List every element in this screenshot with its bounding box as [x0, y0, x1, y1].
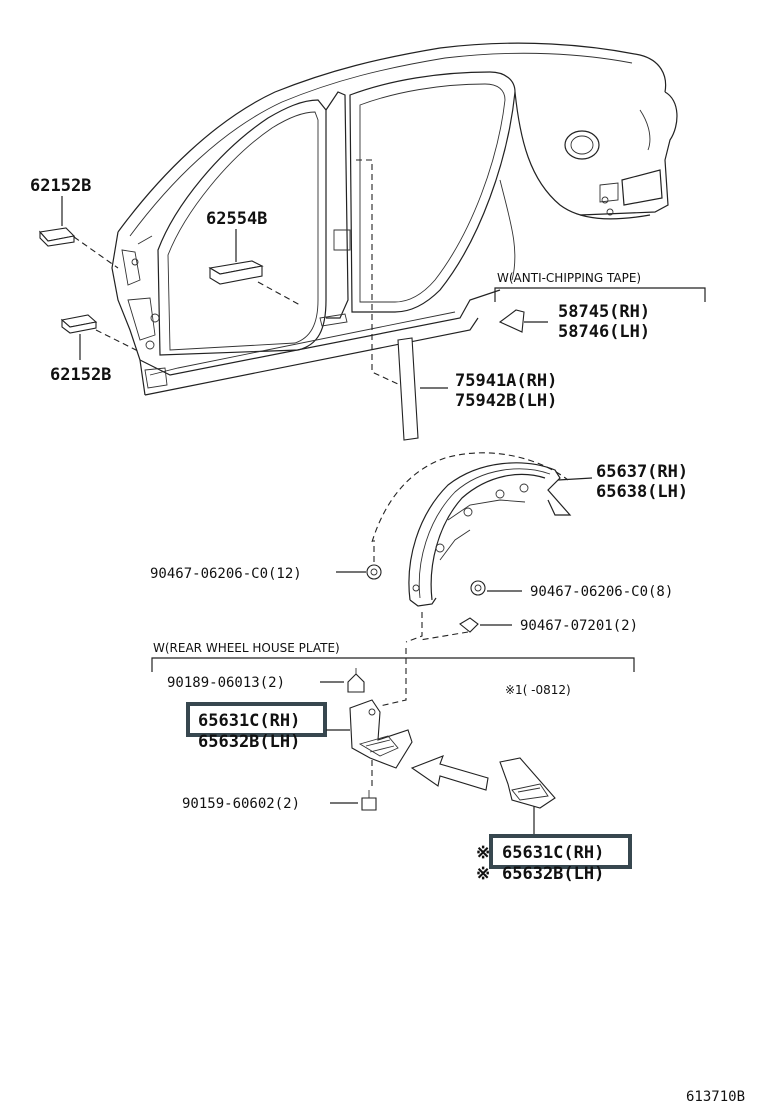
bolt-90159-60602: 90159-60602(2) [182, 790, 377, 812]
part-62152b-lower: 62152B [50, 314, 141, 385]
mark-ref-1: ※ [476, 843, 490, 863]
part-75941a-strip: 75941A(RH) 75942B(LH) [356, 159, 557, 441]
label-65631c-upper: 65631C(RH) [198, 711, 300, 731]
anti-chipping-tape-group: W(ANTI-CHIPPING TAPE) 58745(RH) 58746(LH… [494, 271, 706, 342]
mark-ref-2: ※ [476, 864, 490, 884]
rear-wheel-house-plate-group: W(REAR WHEEL HOUSE PLATE) ※1( -0812) [151, 641, 635, 697]
highlight-box-65631c-lower [489, 834, 632, 869]
label-65632b-lower: 65632B(LH) [502, 864, 604, 884]
label-58746: 58746(LH) [558, 322, 650, 342]
label-65637: 65637(RH) [596, 462, 688, 482]
label-clip-8: 90467-06206-C0(8) [530, 584, 673, 600]
label-58745: 58745(RH) [558, 302, 650, 322]
part-65631c-lower: ※ 65631C(RH) ※ 65632B(LH) [476, 757, 632, 884]
label-65638: 65638(LH) [596, 482, 688, 502]
figure-id: 613710B [686, 1089, 745, 1105]
label-clip-07201: 90467-07201(2) [520, 618, 638, 634]
label-75942b: 75942B(LH) [455, 391, 557, 411]
anti-chipping-note: W(ANTI-CHIPPING TAPE) [497, 271, 641, 285]
label-65631c-lower: 65631C(RH) [502, 843, 604, 863]
wheel-house-liner: 65637(RH) 65638(LH) [371, 452, 688, 643]
wheel-house-plate-note: W(REAR WHEEL HOUSE PLATE) [153, 641, 340, 655]
clip-90467-06206-12: 90467-06206-C0(12) [150, 540, 382, 582]
part-62554b: 62554B [206, 209, 301, 306]
highlight-box-65631c-upper [186, 702, 327, 737]
label-nut-06013: 90189-06013(2) [167, 675, 285, 691]
part-65631c-upper: 65631C(RH) 65632B(LH) [186, 699, 413, 790]
clip-90467-07201: 90467-07201(2) [419, 617, 638, 641]
date-range-note: ※1( -0812) [505, 683, 571, 697]
label-62554b: 62554B [206, 209, 267, 229]
car-body-side-panel [111, 42, 678, 396]
label-75941a: 75941A(RH) [455, 371, 557, 391]
label-clip-12: 90467-06206-C0(12) [150, 566, 302, 582]
nut-90189-06013: 90189-06013(2) [167, 648, 407, 707]
label-62152b-upper: 62152B [30, 176, 91, 196]
part-62152b-upper: 62152B [30, 176, 119, 269]
label-62152b-lower: 62152B [50, 365, 111, 385]
clip-90467-06206-8: 90467-06206-C0(8) [470, 580, 673, 600]
label-bolt-60602: 90159-60602(2) [182, 796, 300, 812]
label-65632b-upper: 65632B(LH) [198, 732, 300, 752]
direction-arrow [410, 755, 489, 791]
